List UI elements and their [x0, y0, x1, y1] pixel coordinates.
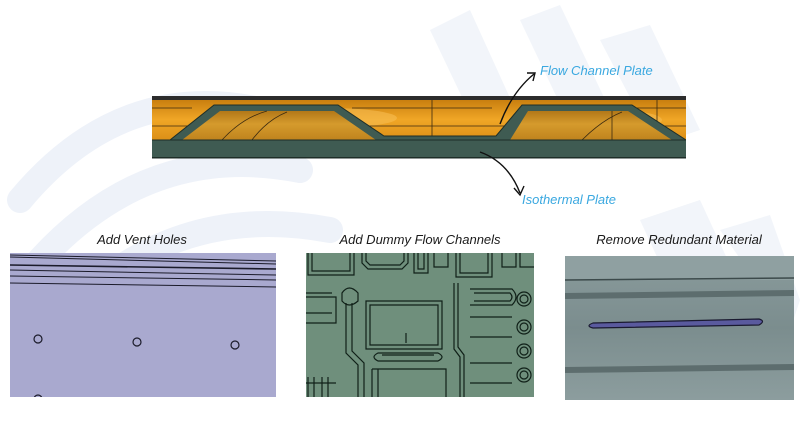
- removed-slot: [588, 318, 764, 329]
- vent-hole: [132, 337, 142, 347]
- flow-channel-plate-label: Flow Channel Plate: [540, 63, 653, 78]
- vent-holes-title: Add Vent Holes: [97, 232, 187, 247]
- dummy-channels-title: Add Dummy Flow Channels: [339, 232, 501, 247]
- vent-hole: [33, 394, 43, 397]
- plate-cross-section: [152, 96, 686, 160]
- vent-holes-panel: [10, 253, 276, 397]
- isothermal-plate-label: Isothermal Plate: [522, 192, 616, 207]
- remove-material-title: Remove Redundant Material: [596, 232, 762, 247]
- isothermal-plate: [152, 140, 686, 158]
- dummy-channels-panel: [306, 253, 534, 397]
- vent-hole: [33, 334, 43, 344]
- remove-material-panel: [565, 256, 794, 400]
- vent-hole: [230, 340, 240, 350]
